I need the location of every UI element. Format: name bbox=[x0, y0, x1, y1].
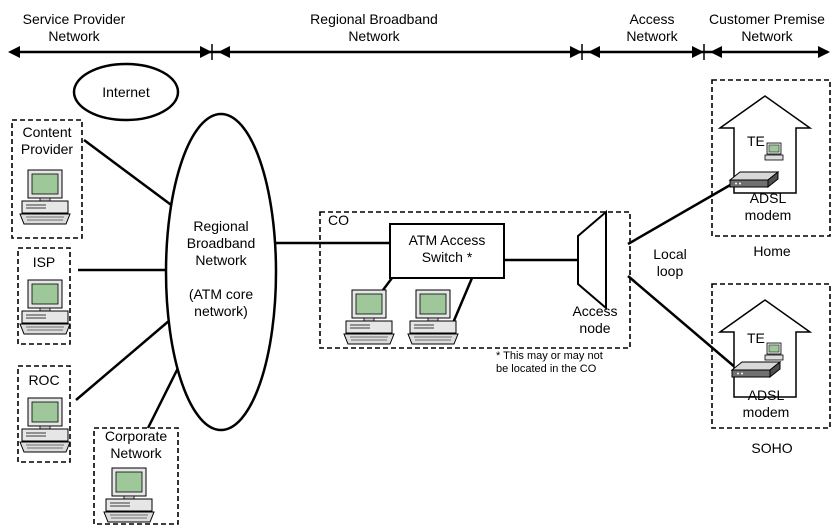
corporate-computer-icon bbox=[103, 467, 155, 523]
local-loop-label: Local loop bbox=[640, 246, 700, 280]
segment-label-line2: Network bbox=[348, 28, 400, 44]
home-te-icon bbox=[764, 142, 784, 161]
co-computer-1-icon bbox=[343, 289, 395, 345]
core-line4: (ATM core bbox=[188, 286, 254, 302]
content-provider-label: Content Provider bbox=[12, 124, 82, 158]
content-provider-computer-icon bbox=[19, 169, 71, 225]
access-node-label: Access node bbox=[560, 303, 630, 337]
core-line3: Network bbox=[195, 252, 247, 268]
soho-te-label: TE bbox=[747, 330, 765, 346]
corporate-line2: Network bbox=[110, 445, 162, 461]
local-loop-line2: loop bbox=[656, 263, 684, 279]
internet-label: Internet bbox=[102, 84, 150, 100]
home-adsl-modem-icon bbox=[729, 171, 779, 188]
core-network-label: Regional Broadband Network (ATM core net… bbox=[166, 218, 276, 320]
atm-switch-label: ATM Access Switch * bbox=[390, 232, 504, 266]
access-node-shape bbox=[577, 209, 607, 311]
core-line5: network) bbox=[194, 303, 248, 319]
dashed-boxes bbox=[11, 79, 831, 525]
home-label: Home bbox=[753, 243, 791, 259]
roc-box bbox=[17, 365, 71, 463]
isp-box bbox=[17, 247, 71, 345]
segment-label-line2: Network bbox=[48, 28, 100, 44]
segment-label-customer-premise: Customer Premise Network bbox=[700, 11, 834, 45]
corporate-line1: Corporate bbox=[104, 428, 168, 444]
content-provider-line2: Provider bbox=[20, 141, 74, 157]
atm-access-switch bbox=[389, 223, 505, 279]
home-modem-line1: ADSL bbox=[749, 190, 787, 206]
segment-dividers bbox=[211, 44, 705, 60]
roc-label: ROC bbox=[28, 372, 60, 388]
soho-modem-line1: ADSL bbox=[747, 387, 785, 403]
soho-adsl-modem-icon bbox=[731, 361, 781, 378]
soho-modem-line2: modem bbox=[742, 404, 790, 420]
home-box bbox=[711, 79, 831, 237]
soho-box bbox=[711, 283, 831, 429]
segment-label-line2: Network bbox=[741, 28, 793, 44]
access-node-line1: Access bbox=[572, 303, 618, 319]
local-loop-line1: Local bbox=[653, 246, 687, 262]
home-modem-label: ADSL modem bbox=[734, 190, 802, 224]
access-node-line2: node bbox=[579, 320, 611, 336]
segment-arrows bbox=[8, 46, 830, 58]
atm-switch-line1: ATM Access bbox=[408, 232, 486, 248]
co-computer-2-icon bbox=[407, 289, 459, 345]
segment-label-service-provider: Service Provider Network bbox=[4, 11, 144, 45]
isp-label: ISP bbox=[32, 254, 56, 270]
segment-label-line1: Service Provider bbox=[22, 11, 126, 27]
corporate-box bbox=[93, 427, 179, 525]
co-footnote-line2: be located in the CO bbox=[496, 363, 597, 375]
soho-modem-label: ADSL modem bbox=[732, 387, 800, 421]
isp-computer-icon bbox=[19, 279, 71, 335]
segment-label-line1: Customer Premise bbox=[709, 11, 825, 27]
soho-label: SOHO bbox=[751, 440, 793, 456]
segment-label-line2: Network bbox=[626, 28, 678, 44]
soho-house-icon bbox=[719, 299, 811, 398]
co-label: CO bbox=[328, 212, 349, 228]
internet-cloud bbox=[72, 62, 180, 122]
home-modem-line2: modem bbox=[744, 207, 792, 223]
co-footnote: * This may or may not be located in the … bbox=[496, 350, 603, 376]
core-network-cloud bbox=[164, 112, 278, 432]
segment-label-line1: Access bbox=[629, 11, 675, 27]
soho-te-icon bbox=[764, 342, 784, 361]
content-provider-line1: Content bbox=[22, 124, 72, 140]
content-provider-box bbox=[11, 119, 83, 239]
co-footnote-line1: * This may or may not bbox=[496, 350, 603, 362]
corporate-label: Corporate Network bbox=[94, 428, 178, 462]
home-te-label: TE bbox=[747, 133, 765, 149]
segment-label-regional-broadband: Regional Broadband Network bbox=[282, 11, 466, 45]
co-box bbox=[319, 211, 631, 349]
core-line1: Regional bbox=[193, 218, 249, 234]
core-line2: Broadband bbox=[186, 235, 256, 251]
segment-label-access: Access Network bbox=[610, 11, 694, 45]
atm-switch-line2: Switch * bbox=[421, 249, 473, 265]
roc-computer-icon bbox=[19, 397, 71, 453]
segment-label-line1: Regional Broadband bbox=[310, 11, 438, 27]
